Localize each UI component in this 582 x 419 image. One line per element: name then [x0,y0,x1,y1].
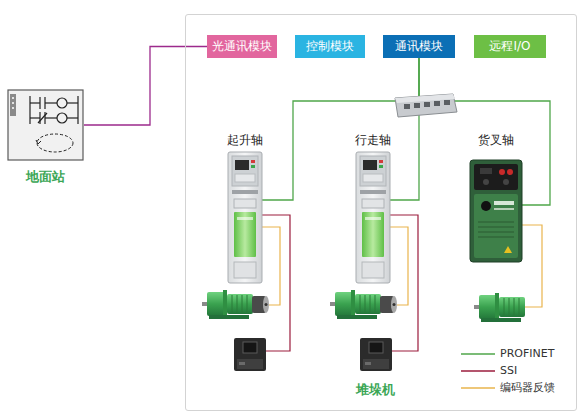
axis-label: 起升轴 [227,132,263,149]
legend-line [461,370,495,371]
connector [84,47,207,126]
encoder [380,296,397,313]
axis-label: 货叉轴 [478,132,514,149]
module-label: 通讯模块 [395,38,443,55]
module-box: 通讯模块 [383,35,455,58]
legend-line [461,387,495,388]
frame-label: 堆垛机 [356,381,395,399]
signal-wires [262,215,542,351]
legend-text: SSI [500,364,517,378]
axis-drive: 起升轴 [228,132,262,284]
module-label: 光通讯模块 [212,38,272,55]
station-label: 地面站 [6,168,84,186]
inverter-drive [470,160,522,262]
connector [262,58,419,200]
geared-motor [330,290,381,319]
legend-text: PROFINET [500,347,554,361]
module-label: 控制模块 [306,38,354,55]
geared-motor [474,293,525,322]
geared-motor [202,290,253,319]
legend-line [461,353,495,354]
ground-station: 地面站 [6,88,84,188]
axis-label: 行走轴 [355,132,391,149]
module-label: 远程I/O [489,38,530,55]
servo-drive [356,152,390,283]
legend-text: 编码器反馈 [500,381,555,395]
axis-drive: 货叉轴 [470,132,522,263]
axis-drive: 行走轴 [356,132,390,284]
module-box: 光通讯模块 [207,35,277,58]
servo-drive [228,152,262,283]
position-sensor [360,338,392,371]
encoder [252,296,269,313]
connector [390,58,419,200]
connector [419,58,550,205]
module-box: 远程I/O [474,35,546,58]
position-sensor [234,338,266,371]
plc-icon [8,90,83,160]
module-box: 控制模块 [295,35,365,58]
network-switch [395,94,457,117]
